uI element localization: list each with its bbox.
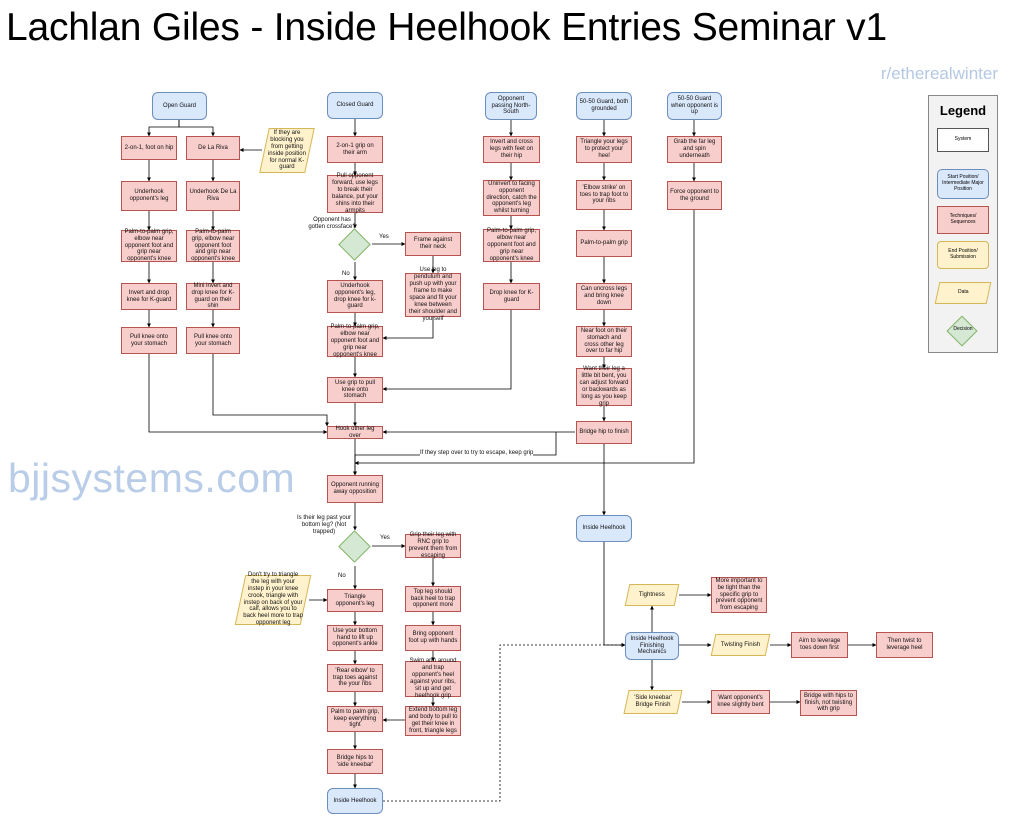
node-ns-drop-knee: Drop knee for K-guard xyxy=(483,283,540,310)
node-cg-two-on-one: 2-on-1 grip on their arm xyxy=(327,136,383,163)
node-want-bent: Want opponent's knee slightly bent xyxy=(711,690,770,714)
node-5050-up: 50-50 Guard when opponent is up xyxy=(667,92,722,120)
legend-system: System xyxy=(937,128,989,152)
node-palm-grip-d: Palm-to-palm grip, elbow near opponent f… xyxy=(483,228,540,262)
legend-panel: Legend System Start Position/ Intermedia… xyxy=(928,95,998,353)
node-extend-leg: Extend bottom leg and body to pull to ge… xyxy=(405,706,461,736)
node-5050-near-foot: Near foot on their stomach and cross oth… xyxy=(576,326,632,357)
node-invert-drop-knee: Invert and drop knee for K-guard xyxy=(121,283,177,310)
node-palm-grip-c: Palm-to-palm grip, elbow near opponent f… xyxy=(327,324,383,358)
label-crossface-question: Opponent has gotten crossface? xyxy=(308,217,356,230)
node-palm-grip-tight: Palm to palm grip, keep everything tight xyxy=(327,706,383,732)
node-grip-rnc: Grip their leg with RNC grip to prevent … xyxy=(405,532,461,559)
legend-decision: Decision xyxy=(953,326,973,332)
node-5050-uncross: Can uncross legs and bring knee down xyxy=(576,283,632,310)
node-bottom-hand: Use your bottom hand to lift up opponent… xyxy=(327,625,383,651)
legend-technique: Techniques/ Sequences xyxy=(937,206,989,234)
node-open-guard: Open Guard xyxy=(152,92,207,120)
node-5050-elbow-strike: 'Elbow strike' on toes to trap foot to y… xyxy=(576,180,632,210)
node-ns-uninvert: Uninvert to facing opponent direction, c… xyxy=(483,180,540,216)
node-grip-pull-knee: Use grip to pull knee onto stomach xyxy=(327,377,383,403)
watermark-text: bjjsystems.com xyxy=(8,455,296,501)
node-then-twist: Then twist to leverage heel xyxy=(876,632,933,658)
node-5050-triangle: Triangle your legs to protect your heel xyxy=(576,136,632,163)
label-leg-past-question: Is their leg past your bottom leg? (Not … xyxy=(296,515,352,535)
node-bridge-hips: Bridge with hips to finish, not twisting… xyxy=(800,690,857,716)
node-triangle-leg: Triangle opponent's leg xyxy=(327,589,383,612)
node-ns-invert: Invert and cross legs with feet on their… xyxy=(483,136,540,163)
node-de-la-riva: De La Riva xyxy=(186,136,240,160)
credit-text: r/etherealwinter xyxy=(880,64,998,83)
node-two-on-one-foot-hip: 2-on-1, foot on hip xyxy=(121,136,177,160)
node-bridge-side-kneebar: Bridge hips to 'side kneebar' xyxy=(327,749,383,774)
node-side-kneebar-finish: 'Side kneebar' Bridge Finish xyxy=(623,690,683,714)
node-tight-note: More important to be tight than the spec… xyxy=(711,577,767,613)
note-blocking-inside: If they are blocking you from getting in… xyxy=(259,128,315,173)
node-pull-knee-a: Pull knee onto your stomach xyxy=(121,327,177,354)
node-palm-grip-a: Palm-to-palm grip, elbow near opponent f… xyxy=(121,229,177,262)
node-inside-heelhook-right: Inside Heelhook xyxy=(576,515,632,542)
node-5050-bridge: Bridge hip to finish xyxy=(576,421,632,444)
label-no-1: No xyxy=(342,271,350,277)
label-yes-2: Yes xyxy=(380,535,390,541)
node-bring-foot: Bring opponent foot up with hands xyxy=(405,625,461,651)
node-passing-north-south: Opponent passing North-South xyxy=(485,92,537,120)
legend-data: Data xyxy=(934,282,992,304)
note-triangle-instep: Don't try to triangle the leg with your … xyxy=(234,572,312,627)
node-swim-arm: Swim arm around and trap opponent's heel… xyxy=(405,658,461,699)
label-escape-edge: If they step over to try to escape, keep… xyxy=(420,450,534,457)
legend-end: End Position/ Submission xyxy=(937,241,989,269)
node-underhook-dlr: Underhook De La Riva xyxy=(186,181,240,211)
legend-title: Legend xyxy=(939,103,987,118)
node-pendulum: Use leg to pendulum and push up with you… xyxy=(405,267,461,322)
node-5050-leg-bent: Want their leg a little bit bent, you ca… xyxy=(576,366,632,407)
node-pull-knee-b: Pull knee onto your stomach xyxy=(186,327,240,354)
node-cg-pull-forward: Pull opponent forward, use legs to break… xyxy=(327,173,383,214)
legend-start: Start Position/ Intermediate Major Posit… xyxy=(937,169,989,199)
node-twisting-finish: Twisting Finish xyxy=(710,634,771,656)
node-hook-other-leg: Hook other leg over xyxy=(327,426,383,439)
label-yes-1: Yes xyxy=(379,234,389,240)
node-tightness: Tightness xyxy=(624,584,680,606)
node-closed-guard: Closed Guard xyxy=(327,92,383,119)
node-frame-neck: Frame against their neck xyxy=(405,232,461,256)
node-5050-grounded: 50-50 Guard, both grounded xyxy=(576,92,632,120)
node-running-away: Opponent running away opposition xyxy=(327,475,383,503)
label-no-2: No xyxy=(338,573,346,579)
node-inside-heelhook-bottom: Inside Heelhook xyxy=(327,788,383,814)
page-title: Lachlan Giles - Inside Heelhook Entries … xyxy=(6,6,887,49)
node-aim-toes: Aim to leverage toes down first xyxy=(791,632,848,658)
node-up-grab-leg: Grab the far leg and spin underneath xyxy=(667,136,722,163)
node-up-force-ground: Force opponent to the ground xyxy=(667,181,722,210)
node-rear-elbow: 'Rear elbow' to trap toes against the yo… xyxy=(327,664,383,692)
node-cg-underhook: Underhook opponent's leg, drop knee for … xyxy=(327,280,383,313)
node-palm-grip-b: Palm-to-palm grip, elbow near opponent f… xyxy=(186,229,240,262)
node-underhook-leg: Underhook opponent's leg xyxy=(121,181,177,211)
node-top-leg-back: Top leg should back heel to trap opponen… xyxy=(405,586,461,612)
node-mini-invert: Mini invert and drop knee for K-guard on… xyxy=(186,283,240,310)
node-5050-palm-grip: Palm-to-palm grip xyxy=(576,230,632,257)
node-finishing-mechanics: Inside Heelhook Finishing Mechanics xyxy=(625,632,679,660)
